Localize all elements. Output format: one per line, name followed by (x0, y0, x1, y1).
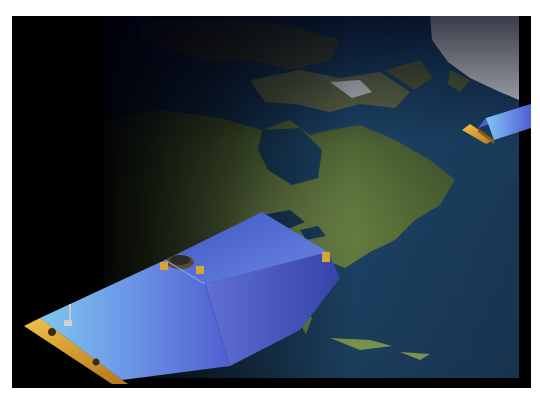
satellite-large (24, 212, 340, 384)
satellite-small (462, 104, 531, 144)
